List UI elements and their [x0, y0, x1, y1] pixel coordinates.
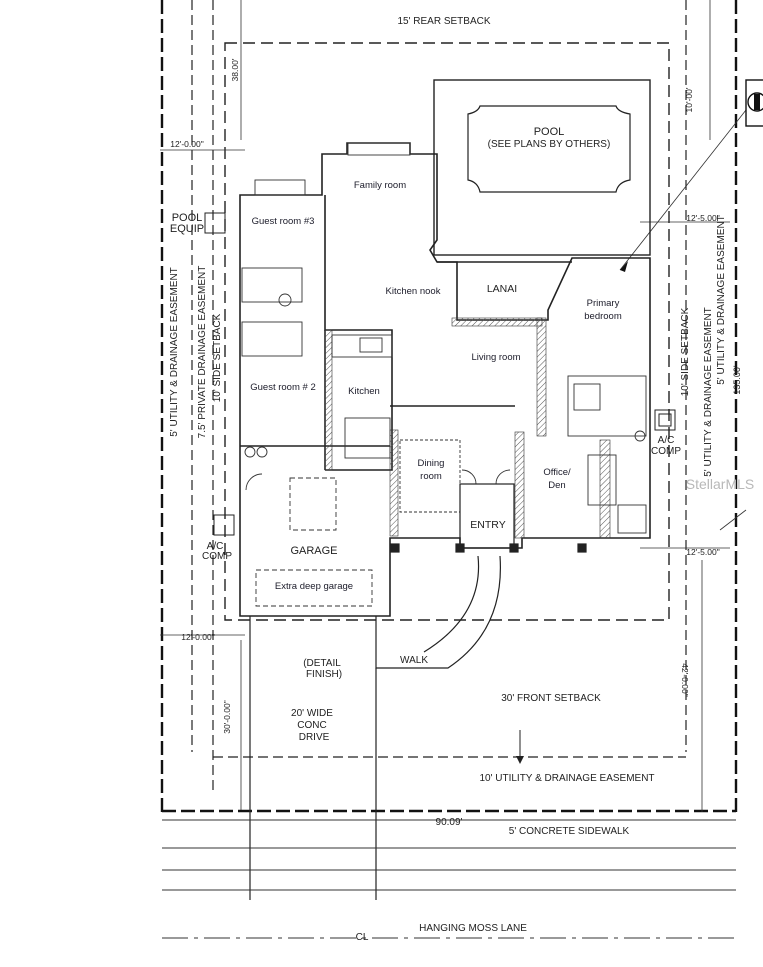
room-office-1: Office/	[543, 467, 571, 478]
wall-hatching	[324, 317, 611, 539]
room-primary-2: bedroom	[584, 311, 622, 322]
pool-title: POOL	[534, 126, 565, 138]
pool-equipment	[204, 212, 226, 234]
dimension-lines	[160, 0, 747, 812]
left-side-setback-label: 10' SIDE SETBACK	[212, 313, 223, 402]
front-arrow	[516, 730, 524, 764]
room-fixtures	[241, 142, 647, 607]
watermark: StellarMLS	[686, 476, 754, 492]
pool	[433, 79, 651, 256]
street-name: HANGING MOSS LANE	[419, 923, 527, 934]
room-guest-3: Guest room #3	[252, 216, 315, 227]
ac-compressor-left	[213, 514, 235, 536]
dimension-right-front: 42'-0.00"	[680, 663, 690, 696]
entry-porch	[390, 483, 587, 553]
room-primary-1: Primary	[587, 298, 620, 309]
garage-note: Extra deep garage	[275, 581, 353, 592]
left-outer-easement-label: 5' UTILITY & DRAINAGE EASEMENT	[169, 267, 180, 437]
right-inner-easement-label: 5' UTILITY & DRAINAGE EASEMENT	[716, 215, 727, 385]
drive-label-2: CONC	[297, 720, 326, 731]
right-outer-easement-label: 5' UTILITY & DRAINAGE EASEMENT	[703, 307, 714, 477]
sidewalk	[162, 819, 736, 891]
ac-compressor-right	[654, 409, 676, 431]
ac-right-label-2: COMP	[651, 446, 681, 457]
rear-setback-label: 15' REAR SETBACK	[397, 16, 490, 27]
room-office-2: Den	[548, 480, 565, 491]
detail-finish-label-2: FINISH)	[306, 669, 342, 680]
ac-right-label-1: A/C	[658, 435, 675, 446]
driveway	[249, 555, 502, 900]
sidewalk-label: 5' CONCRETE SIDEWALK	[509, 826, 630, 837]
room-dining-2: room	[420, 471, 442, 482]
setback-line	[224, 42, 670, 621]
detail-finish-label-1: (DETAIL	[303, 658, 341, 669]
pool-equipment-label-1: POOL	[172, 212, 203, 224]
drive-label-3: DRIVE	[299, 732, 330, 743]
room-dining-1: Dining	[418, 458, 445, 469]
front-easement-label: 10' UTILITY & DRAINAGE EASEMENT	[479, 773, 654, 784]
dimension-left-side-bottom: 12'-0.00"	[181, 632, 214, 642]
detail-bubble	[620, 79, 763, 272]
front-setback-label: 30' FRONT SETBACK	[501, 693, 601, 704]
lot-width-dimension: 90.09'	[436, 817, 463, 828]
left-inner-easement-label: 7.5' PRIVATE DRAINAGE EASEMENT	[197, 266, 208, 439]
pool-equipment-label-2: EQUIP	[170, 223, 204, 235]
easement-lines	[191, 0, 687, 795]
drive-label-1: 20' WIDE	[291, 708, 333, 719]
dimension-left-front: 30'-0.00"	[222, 700, 232, 733]
dimension-right-side-bottom: 12'-5.00"	[686, 547, 719, 557]
room-garage: GARAGE	[290, 545, 337, 557]
room-family: Family room	[354, 180, 406, 191]
centerline-symbol: CL	[356, 932, 369, 943]
room-kitchen: Kitchen	[348, 386, 380, 397]
ac-left-label-1: A/C	[207, 541, 224, 552]
ac-left-label-2: COMP	[202, 551, 232, 562]
room-guest-2: Guest room # 2	[250, 382, 315, 393]
room-living: Living room	[471, 352, 520, 363]
walk-label: WALK	[400, 655, 428, 666]
dimension-right-side-top: 12'-5.00"	[686, 213, 719, 223]
pool-note: (SEE PLANS BY OTHERS)	[488, 139, 611, 150]
dimension-right-top: 10'-00'	[684, 87, 694, 112]
dimension-left-side-top: 12'-0.00"	[170, 139, 203, 149]
dimension-left-top: 38.00'	[230, 58, 240, 81]
lot-depth-dimension: 135.00'	[732, 365, 742, 395]
right-side-setback-label: 10' SIDE SETBACK	[680, 307, 691, 396]
property-boundary	[160, 0, 738, 813]
room-entry: ENTRY	[470, 519, 505, 531]
room-kitchen-nook: Kitchen nook	[386, 286, 441, 297]
room-lanai: LANAI	[487, 283, 517, 295]
